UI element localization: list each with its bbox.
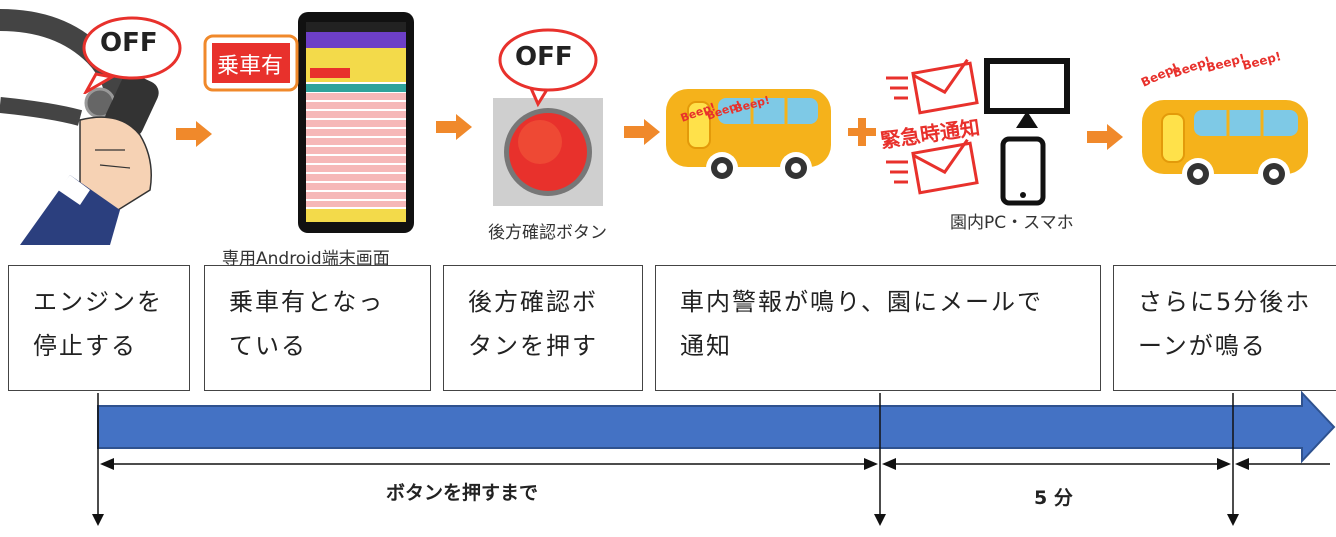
phone-caption: 専用Android端末画面 <box>222 249 390 269</box>
devices-caption: 園内PC・スマホ <box>950 213 1074 233</box>
flow-arrow <box>1087 124 1125 154</box>
span-label-until-button: ボタンを押すまで <box>386 482 539 504</box>
button-caption: 後方確認ボタン <box>488 223 607 243</box>
smartphone-icon <box>1000 136 1046 210</box>
step-box-press-button: 後方確認ボ タンを押す <box>443 265 643 391</box>
step-text-line1: エンジンを <box>33 288 163 316</box>
flow-arrow <box>176 121 214 151</box>
bus-horn-illustration <box>1140 98 1312 193</box>
step-box-boarded: 乗車有となっ ている <box>204 265 431 391</box>
step-text-line2: 停止する <box>33 332 137 360</box>
bus-alarm-illustration: Beep! Beep! Beep! <box>664 84 834 189</box>
off-speech-bubble: OFF <box>78 14 182 97</box>
step-text-line2: ている <box>229 332 307 360</box>
phone-badge-label: 乗車有 <box>217 54 284 79</box>
step-box-alarm-notify: 車内警報が鳴り、園にメールで 通知 <box>655 265 1101 391</box>
android-device <box>296 10 416 235</box>
span-label-five-min: 5 分 <box>1034 487 1073 509</box>
step-box-horn: さらに5分後ホ ーンが鳴る <box>1113 265 1336 391</box>
plus-icon <box>848 118 876 150</box>
step-text-line2: ーンが鳴る <box>1138 332 1267 360</box>
step-text-line1: 後方確認ボ <box>468 288 598 316</box>
step-text-line1: 乗車有となっ <box>229 288 385 316</box>
phone-status-badge: 乗車有 <box>203 34 299 92</box>
beep-text: Beep! <box>1204 51 1247 75</box>
off-label: OFF <box>100 28 158 58</box>
mail-icon <box>886 58 980 122</box>
mail-icon <box>886 138 980 202</box>
step-text-line1: 車内警報が鳴り、園にメールで <box>680 288 1044 316</box>
monitor-icon <box>984 58 1070 134</box>
step-text-line1: さらに5分後ホ <box>1138 288 1312 316</box>
step-text-line2: 通知 <box>680 332 732 360</box>
step-text-line2: タンを押す <box>468 332 598 360</box>
beep-text: Beep! <box>1240 49 1283 73</box>
back-check-button-illustration: OFF <box>490 24 608 214</box>
step-box-engine-stop: エンジンを 停止する <box>8 265 190 391</box>
button-off-label: OFF <box>515 42 573 72</box>
timeline-arrow <box>0 388 1336 533</box>
flow-arrow <box>624 119 662 149</box>
flow-arrow <box>436 114 474 144</box>
